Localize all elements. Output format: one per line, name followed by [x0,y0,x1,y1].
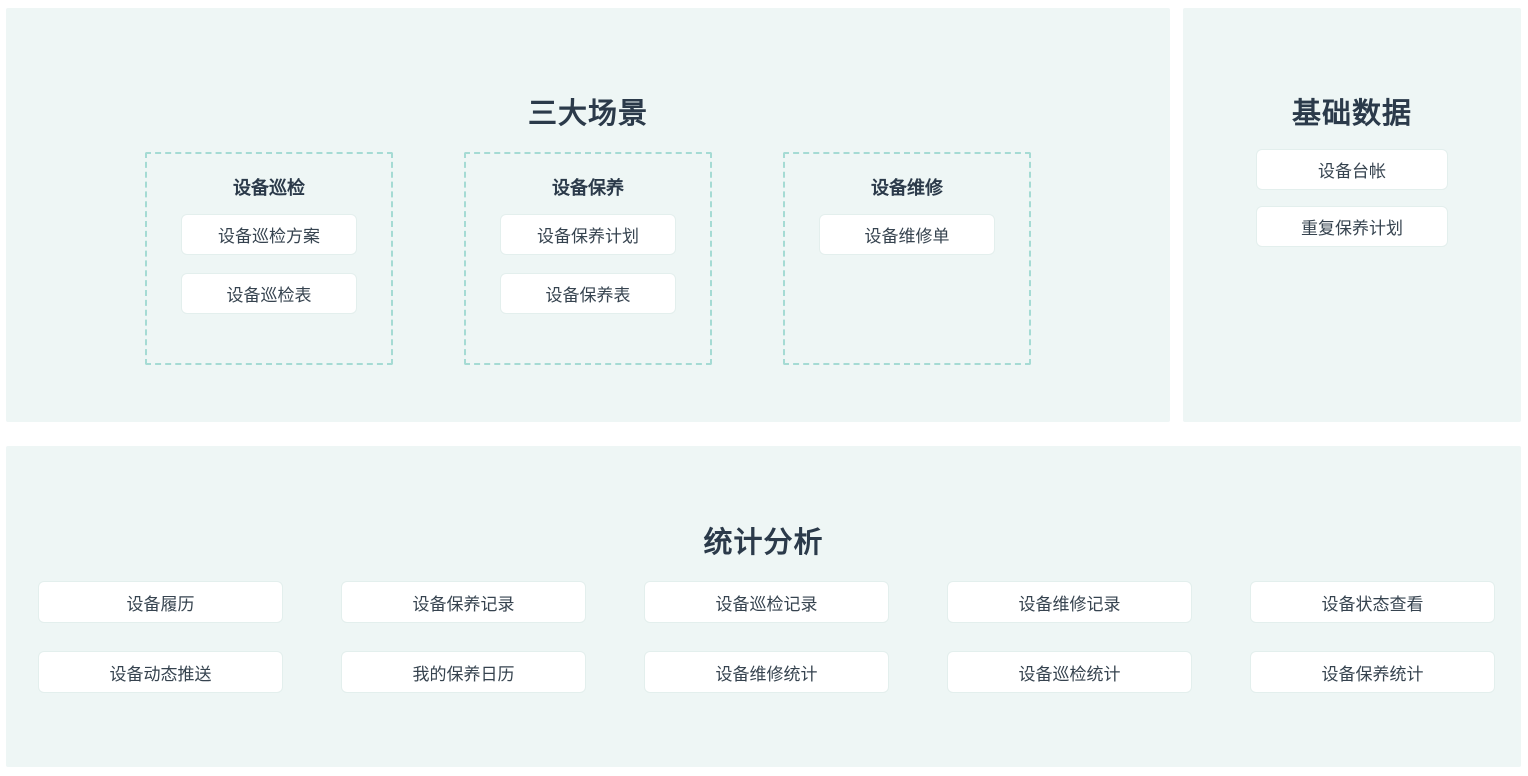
button-maintenance-sheet[interactable]: 设备保养表 [500,273,676,314]
scenarios-panel-title: 三大场景 [527,98,648,131]
button-inspection-sheet[interactable]: 设备巡检表 [181,273,357,314]
group-title-repair: 设备维修 [871,178,943,198]
statistics-panel: 统计分析 设备履历 设备保养记录 设备巡检记录 设备维修记录 设备状态查看 设备… [6,446,1521,767]
button-equipment-dynamic-push[interactable]: 设备动态推送 [38,651,283,693]
button-inspection-plan[interactable]: 设备巡检方案 [181,214,357,255]
button-maintenance-records[interactable]: 设备保养记录 [341,581,586,623]
button-maintenance-statistics[interactable]: 设备保养统计 [1250,651,1495,693]
button-inspection-statistics[interactable]: 设备巡检统计 [947,651,1192,693]
group-title-inspection: 设备巡检 [233,178,305,198]
button-repair-order[interactable]: 设备维修单 [819,214,995,255]
group-button-list-maintenance: 设备保养计划 设备保养表 [466,214,710,314]
group-button-list-inspection: 设备巡检方案 设备巡检表 [147,214,391,314]
button-repair-statistics[interactable]: 设备维修统计 [644,651,889,693]
group-title-maintenance: 设备保养 [552,178,624,198]
button-repeat-maintenance-plan[interactable]: 重复保养计划 [1256,206,1448,247]
button-equipment-ledger[interactable]: 设备台帐 [1256,149,1448,190]
group-equipment-maintenance: 设备保养 设备保养计划 设备保养表 [464,152,712,365]
button-my-maintenance-calendar[interactable]: 我的保养日历 [341,651,586,693]
group-equipment-repair: 设备维修 设备维修单 [783,152,1031,365]
button-equipment-status-view[interactable]: 设备状态查看 [1250,581,1495,623]
statistics-button-grid: 设备履历 设备保养记录 设备巡检记录 设备维修记录 设备状态查看 设备动态推送 … [38,581,1495,693]
button-inspection-records[interactable]: 设备巡检记录 [644,581,889,623]
scenarios-panel: 三大场景 设备巡检 设备巡检方案 设备巡检表 设备保养 设备保养计划 设备保养表… [6,8,1170,422]
group-button-list-repair: 设备维修单 [785,214,1029,255]
statistics-panel-title: 统计分析 [703,527,824,560]
button-equipment-history[interactable]: 设备履历 [38,581,283,623]
base-data-button-list: 设备台帐 重复保养计划 [1183,149,1521,247]
base-data-panel-title: 基础数据 [1291,98,1412,131]
button-maintenance-plan[interactable]: 设备保养计划 [500,214,676,255]
base-data-panel: 基础数据 设备台帐 重复保养计划 [1183,8,1521,422]
group-equipment-inspection: 设备巡检 设备巡检方案 设备巡检表 [145,152,393,365]
button-repair-records[interactable]: 设备维修记录 [947,581,1192,623]
